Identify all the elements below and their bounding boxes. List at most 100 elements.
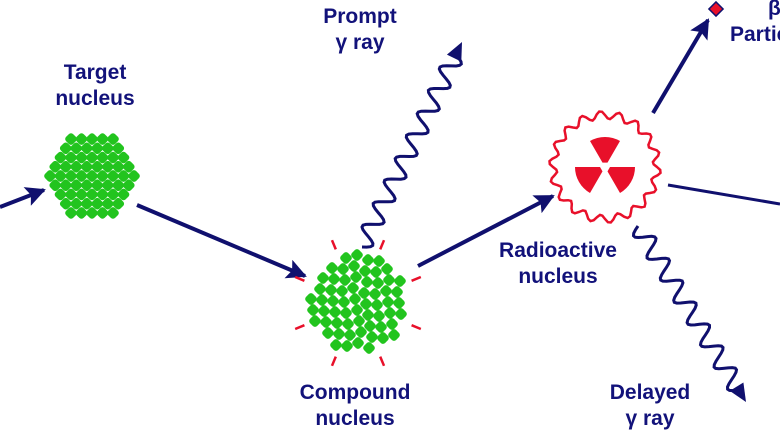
label-line: Target	[63, 61, 127, 84]
nucleon	[341, 340, 353, 352]
nucleon	[307, 304, 319, 316]
nucleon	[54, 151, 67, 164]
nucleon	[59, 179, 72, 192]
nucleon	[70, 197, 83, 210]
nucleon	[314, 283, 326, 295]
nucleon	[322, 327, 334, 339]
nucleon	[309, 315, 321, 327]
nucleon	[65, 133, 77, 145]
nucleon	[112, 142, 125, 155]
trefoil-blade	[607, 167, 635, 193]
nucleon	[360, 298, 372, 310]
trefoil-blade	[590, 137, 620, 163]
nucleon	[91, 142, 104, 155]
nucleon	[326, 262, 338, 274]
nucleon	[347, 282, 359, 294]
nucleon	[44, 170, 56, 182]
nucleon	[70, 179, 83, 192]
label-line: β	[768, 0, 780, 20]
nucleon	[330, 339, 342, 351]
nucleon	[344, 329, 356, 341]
nucleon	[101, 179, 114, 192]
excitation-tick	[294, 324, 305, 331]
nucleon	[91, 197, 104, 210]
nucleon	[388, 329, 400, 341]
nucleon	[59, 160, 72, 173]
nucleon	[316, 294, 328, 306]
nucleon	[49, 179, 62, 192]
nucleon	[361, 276, 373, 288]
nucleon	[86, 133, 98, 145]
nucleon	[362, 254, 374, 266]
nucleon	[386, 318, 398, 330]
nucleon	[328, 273, 340, 285]
nucleon	[369, 288, 381, 300]
emission-line	[667, 183, 780, 206]
incoming-neutron-arrow	[0, 187, 46, 209]
nucleon	[329, 306, 341, 318]
nucleon	[305, 293, 317, 305]
nucleon	[342, 318, 354, 330]
nucleon	[384, 307, 396, 319]
radioactive-nucleus-outline	[548, 110, 662, 224]
label-line: γ ray	[335, 31, 385, 54]
nucleon	[80, 160, 93, 173]
nucleon	[348, 260, 360, 272]
nucleon	[107, 170, 119, 182]
excitation-tick	[330, 239, 337, 250]
excitation-tick	[294, 275, 305, 282]
nucleon	[101, 197, 114, 210]
nucleon	[75, 207, 88, 219]
nucleon	[325, 284, 337, 296]
nucleon	[122, 179, 135, 192]
nucleon	[65, 151, 77, 164]
beta-particle-dot	[707, 0, 725, 18]
nucleon	[320, 316, 332, 328]
nucleon	[96, 133, 109, 145]
nucleon	[370, 266, 382, 278]
nucleon	[377, 332, 389, 344]
nucleon	[96, 151, 109, 164]
delayed-gamma-ray-wave	[631, 225, 739, 393]
nucleon	[351, 249, 363, 261]
label-line: Delayed	[609, 381, 691, 404]
radioactive-nucleus	[548, 110, 662, 224]
nucleon	[75, 170, 88, 182]
label-line: nucleus	[518, 265, 598, 288]
nucleon	[65, 188, 77, 201]
nucleon	[327, 295, 339, 307]
nucleon	[117, 151, 130, 164]
nucleon	[380, 285, 392, 297]
nucleon	[394, 275, 406, 287]
nucleon	[86, 170, 98, 182]
compound-to-radioactive-arrow	[417, 194, 555, 268]
nucleon	[80, 179, 93, 192]
nucleon	[65, 170, 77, 182]
nucleon	[381, 263, 393, 275]
label-line: Compound	[299, 381, 411, 404]
nucleon	[70, 142, 83, 155]
target-nucleus-label: Target nucleus	[40, 60, 150, 112]
nucleon	[96, 207, 109, 219]
nucleon	[59, 142, 72, 155]
nucleon	[107, 207, 119, 219]
nucleon	[122, 160, 135, 173]
nucleon	[351, 304, 363, 316]
nucleon	[65, 207, 77, 219]
nucleon	[363, 342, 375, 354]
nucleon	[112, 160, 125, 173]
excitation-tick	[379, 356, 386, 367]
label-line: nucleus	[55, 87, 135, 110]
beta-particle-label: βParticle	[730, 0, 780, 48]
nucleon	[333, 328, 345, 340]
nucleon	[117, 170, 130, 182]
nucleon	[395, 308, 407, 320]
nucleon	[340, 252, 352, 264]
nucleon	[91, 160, 104, 173]
nucleon	[70, 160, 83, 173]
label-line: Particle	[730, 23, 780, 46]
